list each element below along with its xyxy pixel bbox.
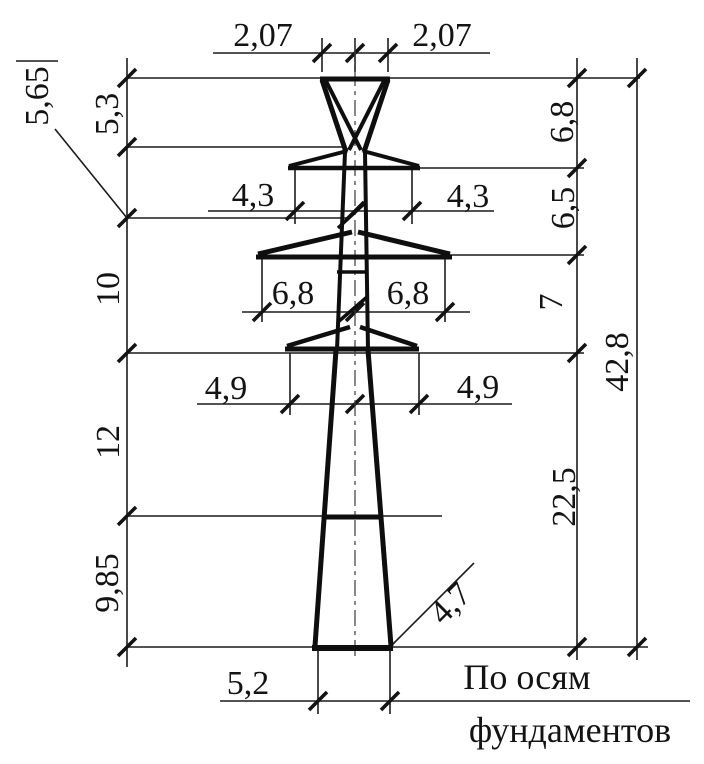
dim-left-9-85: 9,85 [89,553,126,613]
dim-left-12: 12 [90,425,127,459]
note-line-2: фундаментов [469,710,671,750]
dim-left-10: 10 [90,272,127,306]
dim-right-7: 7 [533,294,570,311]
dim-right-22-5: 22,5 [546,467,583,527]
dim-arm-upper-right: 4,3 [447,178,490,215]
dim-arm-lower-left: 4,9 [205,370,248,407]
dim-arm-middle-right: 6,8 [387,275,430,312]
dim-top-right: 2,07 [412,17,472,54]
note-line-1: По осям [463,657,590,697]
dim-top-left: 2,07 [233,17,293,54]
dim-base-diagonal: 4,7 [422,575,478,631]
dim-arm-middle-left: 6,8 [272,275,315,312]
tower-structure [256,40,452,658]
dim-right-6-5: 6,5 [545,187,582,230]
leader-5-65 [16,60,128,219]
leader-4-7 [391,562,475,646]
dim-left-5-3: 5,3 [89,93,126,136]
dim-base-width: 5,2 [227,665,270,702]
dimension-labels: 2,07 2,07 5,65 5,3 10 12 9,85 6,8 6,5 7 … [19,17,636,702]
dim-total-42-8: 42,8 [599,332,636,392]
dim-right-6-8: 6,8 [544,101,581,144]
foundation-note: По осям фундаментов [463,657,671,750]
dim-left-5-65: 5,65 [19,66,56,126]
dim-arm-lower-right: 4,9 [457,369,500,406]
dim-arm-upper-left: 4,3 [232,177,275,214]
